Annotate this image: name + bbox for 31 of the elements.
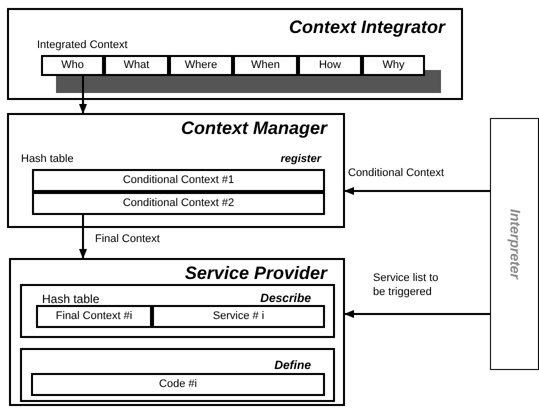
table-cell: Service # i xyxy=(152,305,325,328)
section-box xyxy=(20,284,335,338)
module-panel xyxy=(7,113,345,228)
table-cell: When xyxy=(233,55,298,76)
section-box xyxy=(20,348,335,402)
table-cell: What xyxy=(104,55,169,76)
panel-title: Context Integrator xyxy=(288,16,445,39)
table-cell: How xyxy=(298,55,362,76)
table-cell: Conditional Context #1 xyxy=(32,169,325,192)
table-cell: Why xyxy=(362,55,425,76)
table-heading: Hash table xyxy=(42,291,100,308)
panel-title: Service Provider xyxy=(184,262,327,285)
table-cell: Code #i xyxy=(31,373,325,396)
vertical-label: Interpreter xyxy=(506,208,524,280)
arrow xyxy=(79,215,87,259)
module-panel xyxy=(9,258,345,406)
panel-title: Context Manager xyxy=(180,117,327,140)
section-tag: Describe xyxy=(260,289,311,307)
module-panel xyxy=(7,8,463,100)
table-cell: Conditional Context #2 xyxy=(32,192,325,215)
table-cell: Where xyxy=(169,55,233,76)
arrow xyxy=(344,187,490,195)
section-tag: Define xyxy=(274,356,311,374)
interpreter-box xyxy=(490,118,539,370)
table-heading: Hash table xyxy=(21,152,74,167)
table-heading: Integrated Context xyxy=(37,38,128,53)
section-tag: register xyxy=(280,151,321,168)
arrow xyxy=(79,76,87,114)
arrow xyxy=(344,310,490,318)
table-cell: Final Context #i xyxy=(36,305,152,328)
table-cell: Who xyxy=(41,55,104,76)
